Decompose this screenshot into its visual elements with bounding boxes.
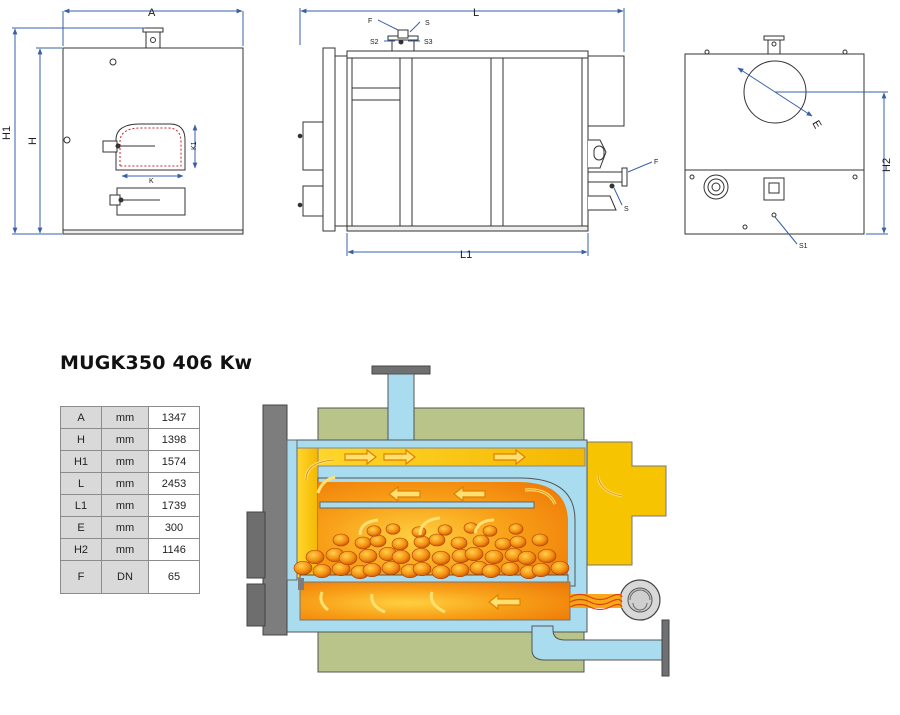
coal-lump bbox=[338, 550, 358, 566]
label-H2: H2 bbox=[881, 158, 893, 172]
spec-value: 1347 bbox=[148, 406, 200, 429]
coal-lump bbox=[293, 560, 313, 576]
coal-lump bbox=[332, 533, 350, 547]
spec-value: 65 bbox=[148, 560, 200, 594]
label-L: L bbox=[473, 7, 479, 19]
spec-unit: mm bbox=[101, 406, 149, 429]
coal-lump bbox=[366, 525, 382, 537]
coal-lump bbox=[305, 549, 325, 565]
coal-lump bbox=[391, 549, 411, 565]
coal-lump bbox=[369, 534, 387, 548]
spec-unit: mm bbox=[101, 450, 149, 473]
front-dimensions bbox=[12, 8, 244, 235]
coal-lump bbox=[354, 536, 372, 550]
spec-key: H bbox=[60, 428, 102, 451]
coal-lump bbox=[508, 523, 524, 535]
spec-key: F bbox=[60, 560, 102, 594]
coal-lump bbox=[385, 523, 401, 535]
coal-lump bbox=[362, 562, 382, 578]
coal-lump bbox=[537, 548, 557, 564]
spec-unit: mm bbox=[101, 472, 149, 495]
coal-lump bbox=[431, 564, 451, 580]
coal-lump bbox=[472, 534, 490, 548]
coal-lump bbox=[450, 536, 468, 550]
spec-key: A bbox=[60, 406, 102, 429]
spec-unit: mm bbox=[101, 428, 149, 451]
label-A: A bbox=[148, 7, 156, 19]
spec-key: H1 bbox=[60, 450, 102, 473]
coal-lump bbox=[312, 563, 332, 579]
boiler-cutaway bbox=[246, 365, 670, 677]
label-S1: S1 bbox=[799, 243, 808, 250]
spec-value: 1398 bbox=[148, 428, 200, 451]
label-H: H bbox=[27, 137, 39, 145]
spec-value: 2453 bbox=[148, 472, 200, 495]
label-K: K bbox=[149, 178, 154, 185]
coal-lump bbox=[517, 550, 537, 566]
coal-lump bbox=[431, 550, 451, 566]
spec-value: 300 bbox=[148, 516, 200, 539]
coal-lump bbox=[494, 537, 512, 551]
label-K1: K1 bbox=[191, 141, 198, 150]
coal-lump bbox=[411, 547, 431, 563]
side-dimensions bbox=[299, 8, 653, 256]
label-F-rear: F bbox=[654, 159, 658, 166]
spec-unit: mm bbox=[101, 494, 149, 517]
rear-dimensions bbox=[737, 67, 888, 245]
coal-lump bbox=[482, 525, 498, 537]
rear-view bbox=[684, 35, 865, 235]
label-S3: S3 bbox=[424, 39, 433, 46]
label-S-rear: S bbox=[624, 206, 629, 213]
label-L1: L1 bbox=[460, 249, 472, 261]
flow-arrows bbox=[344, 448, 526, 611]
coal-lump bbox=[381, 560, 401, 576]
coal-lump bbox=[412, 561, 432, 577]
spec-unit: mm bbox=[101, 538, 149, 561]
coal-lump bbox=[500, 561, 520, 577]
spec-key: H2 bbox=[60, 538, 102, 561]
coal-lump bbox=[509, 535, 527, 549]
spec-key: L1 bbox=[60, 494, 102, 517]
spec-value: 1739 bbox=[148, 494, 200, 517]
coal-lump bbox=[484, 549, 504, 565]
coal-lump bbox=[550, 560, 570, 576]
fire-bed bbox=[293, 522, 570, 580]
label-F-top: F bbox=[368, 18, 372, 25]
coal-lump bbox=[358, 548, 378, 564]
label-S2: S2 bbox=[370, 39, 379, 46]
spec-unit: mm bbox=[101, 516, 149, 539]
coal-lump bbox=[481, 563, 501, 579]
label-H1: H1 bbox=[1, 126, 13, 140]
curved-flow-arrow-outlines bbox=[305, 459, 623, 505]
coal-lump bbox=[437, 524, 453, 536]
coal-lump bbox=[450, 562, 470, 578]
front-view bbox=[62, 27, 244, 235]
side-view bbox=[297, 29, 628, 232]
coal-lump bbox=[531, 562, 551, 578]
model-title: MUGK350 406 Kw bbox=[60, 352, 253, 374]
spec-key: L bbox=[60, 472, 102, 495]
coal-lump bbox=[391, 537, 409, 551]
spec-unit: DN bbox=[101, 560, 149, 594]
coal-lump bbox=[464, 546, 484, 562]
coal-lump bbox=[428, 533, 446, 547]
coal-lump bbox=[531, 533, 549, 547]
spec-value: 1574 bbox=[148, 450, 200, 473]
coal-lump bbox=[413, 535, 431, 549]
spec-key: E bbox=[60, 516, 102, 539]
label-S-top: S bbox=[425, 20, 430, 27]
spec-value: 1146 bbox=[148, 538, 200, 561]
